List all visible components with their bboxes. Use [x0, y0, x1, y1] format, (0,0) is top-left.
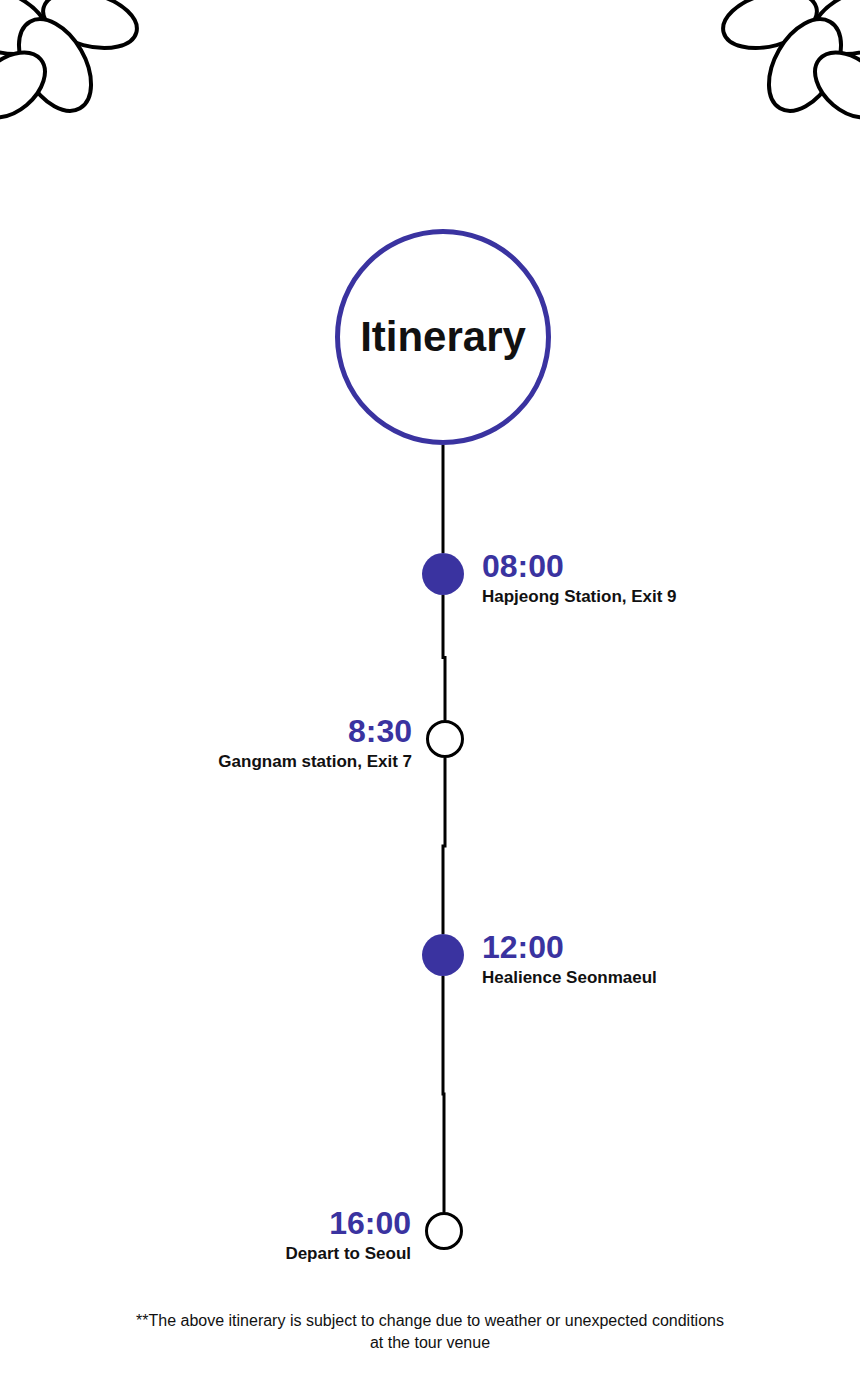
stop-time: 16:00 [285, 1205, 411, 1241]
node-outline [422, 934, 464, 976]
title-text: Itinerary [335, 229, 551, 445]
timeline-dot: 8:30Gangnam station, Exit 7 [426, 720, 464, 758]
timeline-dot: 12:00Healience Seonmaeul [422, 934, 464, 976]
stop-place: Hapjeong Station, Exit 9 [482, 586, 677, 608]
stop-place: Depart to Seoul [285, 1243, 411, 1265]
stop-place: Healience Seonmaeul [482, 967, 657, 989]
title-circle: Itinerary [335, 229, 551, 445]
timeline-dot: 16:00Depart to Seoul [425, 1212, 463, 1250]
stop-time: 12:00 [482, 929, 657, 965]
circle-shape [427, 1214, 462, 1249]
flower-top-right [717, 0, 860, 131]
node-outline [426, 720, 464, 758]
flower-top-left [0, 0, 143, 131]
timeline-connector [443, 595, 445, 720]
stop-place: Gangnam station, Exit 7 [218, 751, 412, 773]
stop-time: 8:30 [218, 713, 412, 749]
timeline-connector [443, 758, 445, 934]
timeline-dot: 08:00Hapjeong Station, Exit 9 [422, 553, 464, 595]
node-outline [425, 1212, 463, 1250]
stop-label: 08:00Hapjeong Station, Exit 9 [482, 548, 677, 608]
stop-label: 12:00Healience Seonmaeul [482, 929, 657, 989]
timeline-connector [442, 445, 445, 553]
stop-label: 16:00Depart to Seoul [285, 1205, 411, 1265]
timeline-connector [443, 976, 444, 1212]
stop-label: 8:30Gangnam station, Exit 7 [218, 713, 412, 773]
node-outline [422, 553, 464, 595]
stop-time: 08:00 [482, 548, 677, 584]
circle-shape [422, 934, 464, 976]
circle-shape [428, 722, 463, 757]
footnote: **The above itinerary is subject to chan… [130, 1310, 730, 1354]
circle-shape [422, 553, 464, 595]
